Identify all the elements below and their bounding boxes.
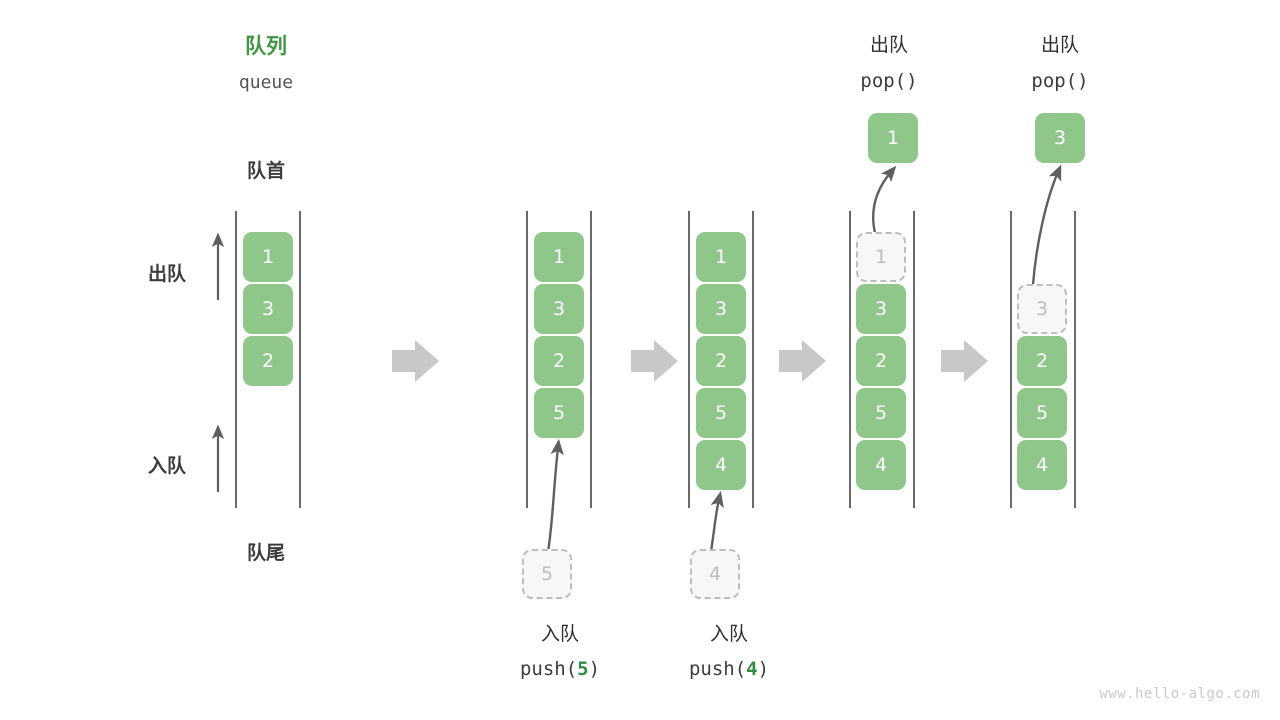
operation-label-cn: 入队: [709, 623, 749, 645]
operation-code: pop(): [1031, 72, 1088, 91]
front-label: 队首: [246, 160, 286, 182]
dequeue-label: 出队: [148, 263, 187, 285]
operation-code-value: 4: [746, 658, 758, 680]
operation-code: push(4): [689, 660, 769, 679]
queue-element: 3: [243, 284, 293, 334]
operation-label-cn: 出队: [1040, 34, 1080, 56]
queue-element: 4: [856, 440, 906, 490]
queue-element: 2: [696, 336, 746, 386]
queue-element: 1: [534, 232, 584, 282]
popped-element: 1: [868, 113, 918, 163]
operation-code-suffix: ): [1077, 70, 1089, 92]
queue-element: 1: [243, 232, 293, 282]
rear-label: 队尾: [246, 542, 286, 564]
operation-code-suffix: ): [906, 70, 918, 92]
queue-element: 3: [696, 284, 746, 334]
step-arrow-2: [631, 340, 678, 382]
watermark: www.hello-algo.com: [1099, 686, 1260, 702]
operation-code-prefix: push(: [519, 658, 578, 680]
operation-code-prefix: pop(: [1031, 70, 1078, 92]
queue-element: 3: [534, 284, 584, 334]
queue-element: 5: [696, 388, 746, 438]
incoming-element-ghost: 4: [690, 549, 740, 599]
queue-element: 2: [856, 336, 906, 386]
queue-element-new: 5: [534, 388, 584, 438]
queue-element: 5: [1017, 388, 1067, 438]
operation-code: pop(): [860, 72, 917, 91]
operation-code-prefix: pop(: [860, 70, 907, 92]
figure-title-cn: 队列: [245, 34, 287, 58]
operation-code-suffix: ): [757, 658, 770, 680]
queue-element-new: 4: [696, 440, 746, 490]
queue-element: 2: [243, 336, 293, 386]
enqueue-label: 入队: [148, 455, 187, 477]
push-motion-arrow-col-3: [709, 491, 724, 553]
queue-element: 3: [856, 284, 906, 334]
queue-element: 1: [696, 232, 746, 282]
queue-element: 5: [856, 388, 906, 438]
operation-code-prefix: push(: [688, 658, 747, 680]
operation-code-value: 5: [577, 658, 589, 680]
queue-element-removed-ghost: 3: [1017, 284, 1067, 334]
queue-element-removed-ghost: 1: [856, 232, 906, 282]
operation-label-cn: 入队: [540, 623, 580, 645]
push-motion-arrow-col-2: [546, 438, 564, 553]
step-arrow-1: [392, 340, 439, 382]
pop-motion-arrow-col-4: [872, 165, 897, 234]
step-arrow-3: [779, 340, 826, 382]
step-arrow-4: [941, 340, 988, 382]
queue-element: 4: [1017, 440, 1067, 490]
operation-code-suffix: ): [588, 658, 601, 680]
popped-element: 3: [1035, 113, 1085, 163]
operation-label-cn: 出队: [869, 34, 909, 56]
pop-motion-arrow-col-5: [1031, 164, 1062, 286]
queue-element: 2: [534, 336, 584, 386]
figure-title-en: queue: [238, 72, 294, 93]
incoming-element-ghost: 5: [522, 549, 572, 599]
operation-code: push(5): [520, 660, 600, 679]
queue-element: 2: [1017, 336, 1067, 386]
